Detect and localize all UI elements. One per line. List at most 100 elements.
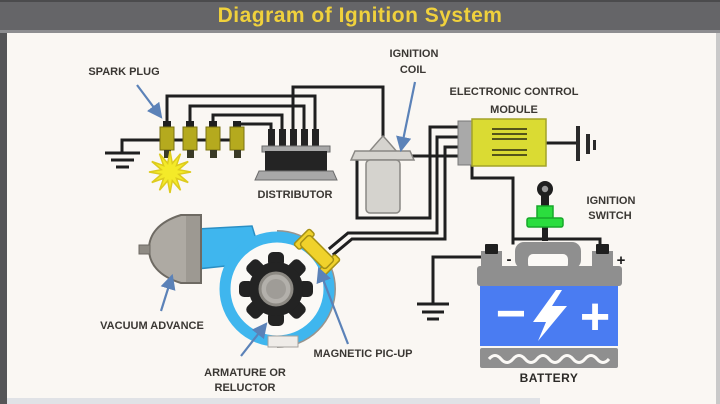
- plug-tip: [164, 150, 171, 158]
- ecm-vents: [492, 128, 527, 156]
- spark-plug: [182, 121, 198, 158]
- ignition-coil-label-line2: COIL: [400, 64, 427, 76]
- plug-cap: [163, 121, 171, 129]
- ground-symbol-battery: [417, 302, 449, 321]
- negative-terminal-sign: -: [507, 251, 512, 268]
- negative-to-ground-wire: [431, 255, 488, 304]
- magnetic-pickup: [293, 228, 341, 276]
- positive-terminal-sign: +: [617, 252, 626, 269]
- ground-bar-tall: [576, 126, 580, 161]
- positive-terminal: [592, 251, 613, 268]
- labels: SPARK PLUG DISTRIBUTOR IGNITION COIL ELE…: [88, 48, 635, 394]
- coil-to-distributor-wire: [291, 85, 385, 147]
- spark-plug: [229, 121, 245, 158]
- ecm-ground-symbol: [576, 126, 596, 161]
- ecm-label-line2: MODULE: [490, 104, 538, 116]
- ignition-coil: [349, 134, 416, 214]
- battery-top-bar: [477, 266, 622, 286]
- spark-plug: [205, 121, 221, 158]
- plug-tip: [187, 150, 194, 158]
- plug-cap: [233, 121, 241, 129]
- distributor-post: [290, 129, 297, 148]
- battery-handle-hole: [528, 254, 568, 269]
- electronic-control-module: [457, 118, 547, 167]
- battery: - + − +: [477, 242, 626, 368]
- switch-to-positive-wire: [546, 237, 602, 247]
- plug-cap: [186, 121, 194, 129]
- ignition-switch-label-line1: IGNITION: [587, 195, 636, 207]
- plug-body: [182, 126, 198, 151]
- ignition-coil-arrow: [396, 81, 417, 153]
- ignition-switch-label-line2: SWITCH: [588, 210, 631, 222]
- distributor-post: [312, 129, 319, 148]
- positive-terminal-cap: [596, 244, 609, 254]
- spark-plug-arrow: [136, 84, 163, 119]
- magnetic-pickup-arrow: [316, 266, 350, 345]
- coil-top-dome: [366, 134, 400, 154]
- armature-arrow: [240, 322, 268, 357]
- battery-bottom-wave: [487, 354, 611, 364]
- vacuum-advance-cap: [186, 216, 200, 282]
- pickup-wire-1: [327, 135, 461, 251]
- title-bar: Diagram of Ignition System: [0, 0, 720, 33]
- plug-body: [205, 126, 221, 151]
- spark-burst: [148, 150, 192, 194]
- pickup-wire-2: [331, 145, 461, 257]
- ground-bar-tiny: [593, 140, 596, 150]
- switch-base: [526, 217, 564, 228]
- left-border: [0, 33, 7, 404]
- spark-plugs: [148, 121, 245, 194]
- distributor-cap: [254, 129, 338, 181]
- plug-cap: [209, 121, 217, 129]
- vacuum-advance-stub: [138, 244, 151, 255]
- plug-body: [159, 126, 175, 151]
- negative-terminal: [481, 251, 502, 268]
- distributor-base: [254, 170, 338, 181]
- plug-body: [229, 126, 245, 151]
- distributor-post: [279, 129, 286, 148]
- battery-face-minus: −: [496, 285, 526, 343]
- ecm-label-line1: ELECTRONIC CONTROL: [450, 86, 579, 98]
- distributor-body: [265, 151, 327, 171]
- bottom-border: [7, 398, 540, 404]
- distributor-label: DISTRIBUTOR: [258, 189, 333, 201]
- pointer-arrows: [136, 81, 417, 357]
- plug2-wire: [188, 104, 306, 132]
- plug-tip: [210, 150, 217, 158]
- wiring: [120, 85, 602, 304]
- ignition-switch: [526, 181, 564, 241]
- coil-body: [365, 159, 401, 214]
- page-title: Diagram of Ignition System: [217, 4, 503, 27]
- ecm-to-battery-wire: [470, 164, 515, 245]
- negative-terminal-cap: [485, 244, 498, 254]
- distributor-post: [268, 129, 275, 148]
- armature-label-line1: ARMATURE OR: [204, 367, 286, 379]
- distributor-assembly: [138, 214, 341, 348]
- gear-hub-center: [266, 279, 286, 299]
- ignition-coil-label-line1: IGNITION: [390, 48, 439, 60]
- lightning-bolt-icon: [533, 290, 567, 341]
- key-head-center: [541, 185, 549, 193]
- switch-stem-lower: [542, 224, 548, 241]
- magnetic-pickup-label: MAGNETIC PIC-UP: [314, 348, 413, 360]
- plug-tip: [234, 150, 241, 158]
- vacuum-advance-arrow: [159, 273, 176, 312]
- ecm-connector: [457, 120, 473, 166]
- armature-label-line2: RELUCTOR: [215, 382, 276, 394]
- ecm-body: [471, 118, 547, 167]
- ground-symbol-left: [105, 151, 140, 169]
- housing-notch: [267, 335, 299, 348]
- spark-plug-label: SPARK PLUG: [88, 66, 159, 78]
- battery-face-plus: +: [580, 288, 610, 346]
- vacuum-advance-label: VACUUM ADVANCE: [100, 320, 204, 332]
- pickup-body: [299, 234, 335, 270]
- reluctor-gear: [239, 252, 313, 326]
- ground-bar-short: [586, 134, 590, 154]
- coil-flange: [349, 150, 416, 161]
- battery-label: BATTERY: [520, 371, 579, 385]
- distributor-post: [301, 129, 308, 148]
- coil-loop-wire: [355, 125, 461, 220]
- spark-plug: [159, 121, 175, 158]
